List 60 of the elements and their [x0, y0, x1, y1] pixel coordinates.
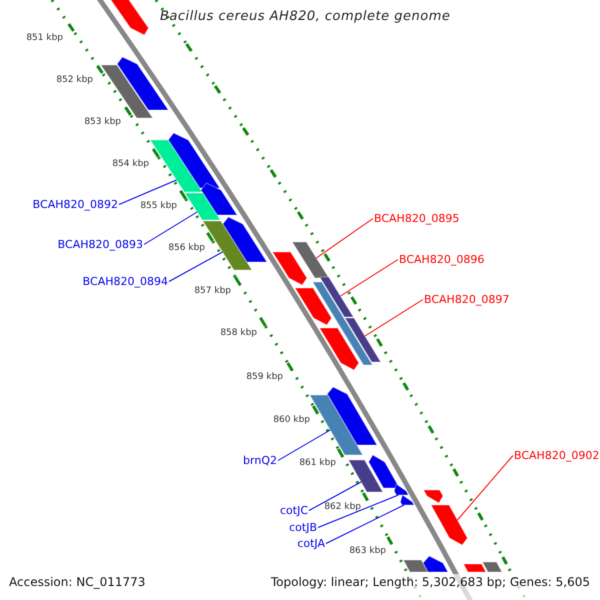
gene-label: BCAH820_0897 — [424, 294, 510, 305]
scale-label: 858 kbp — [220, 329, 257, 338]
gene-block — [291, 242, 330, 278]
leader-line — [308, 482, 362, 511]
gene-block — [312, 282, 374, 366]
scale-label: 863 kbp — [349, 547, 386, 556]
scale-label: 856 kbp — [168, 244, 205, 253]
gene-block — [294, 288, 332, 326]
leader-line — [168, 252, 224, 282]
gene-block — [400, 494, 415, 506]
gene-block — [168, 132, 221, 188]
scale-label: 862 kbp — [324, 503, 361, 512]
gene-block — [184, 192, 222, 220]
scale-label: 854 kbp — [112, 160, 149, 169]
gene-block — [348, 460, 384, 492]
gene-label: BCAH820_0893 — [58, 239, 143, 250]
scale-label: 855 kbp — [140, 202, 177, 211]
accession-text: Accession: NC_011773 — [9, 576, 146, 588]
scale-label: 851 kbp — [26, 34, 63, 43]
scale-label: 859 kbp — [246, 373, 283, 382]
gene-block — [100, 64, 154, 118]
gene-block — [422, 490, 444, 504]
gene-label: BCAH820_0902 — [514, 450, 600, 461]
title: Bacillus cereus AH820, complete genome — [160, 10, 450, 23]
leader-line — [278, 430, 331, 461]
leader-line — [456, 455, 514, 520]
leader-line — [318, 494, 399, 528]
gene-label: BCAH820_0894 — [82, 276, 168, 287]
gene-label: cotJC — [280, 505, 308, 516]
gene-block — [272, 252, 308, 286]
gene-label: BCAH820_0892 — [32, 199, 118, 210]
gene-block — [344, 318, 382, 362]
leader-line — [364, 299, 424, 336]
gene-block — [308, 394, 364, 456]
scale-label: 857 kbp — [194, 287, 231, 296]
gene-block — [318, 328, 360, 371]
gene-label: cotJA — [297, 538, 325, 549]
scale-label: 853 kbp — [84, 118, 121, 127]
gene-label: brnQ2 — [243, 455, 277, 466]
scale-label: 860 kbp — [273, 416, 310, 425]
leader-line — [340, 259, 398, 296]
gene-block — [222, 216, 268, 262]
leader-line — [316, 218, 374, 258]
leader-line — [118, 180, 177, 205]
scale-label: 861 kbp — [299, 459, 336, 468]
scale-label: 852 kbp — [56, 76, 93, 85]
gene-block — [430, 504, 468, 546]
leader-line — [326, 504, 405, 544]
leader-line — [144, 212, 198, 245]
gene-block — [368, 454, 400, 488]
gene-block — [200, 182, 238, 216]
genome-info-text: Topology: linear; Length: 5,302,683 bp; Genes: 5,605 — [270, 576, 590, 588]
gene-block — [116, 56, 170, 110]
gene-label: BCAH820_0895 — [374, 213, 460, 224]
gene-label: cotJB — [289, 522, 317, 533]
gene-label: BCAH820_0896 — [399, 254, 484, 265]
gene-block — [149, 140, 204, 192]
gene-block — [326, 386, 378, 446]
gene-block — [318, 276, 354, 318]
gene-block — [394, 483, 410, 496]
